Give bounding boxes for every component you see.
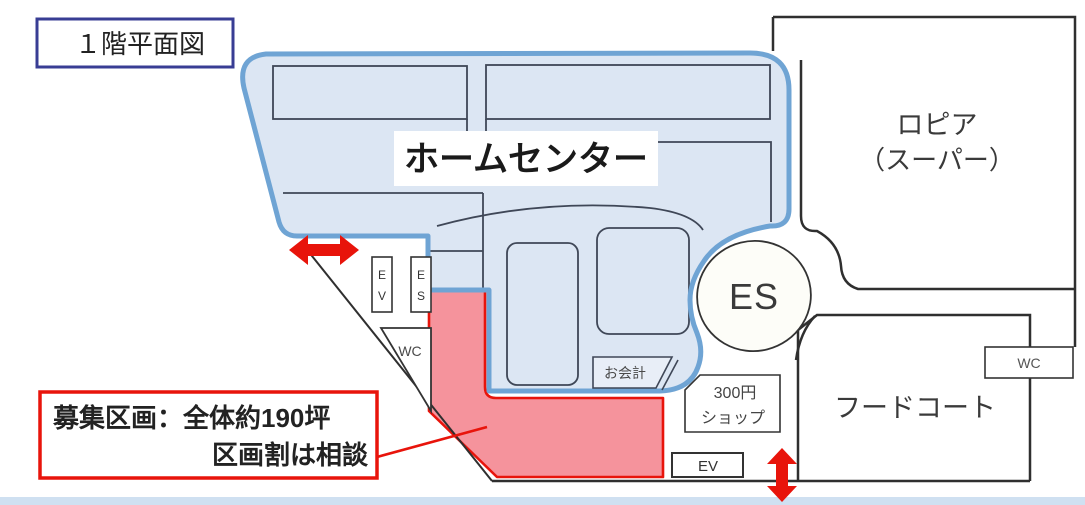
escalator-ellipse — [696, 239, 812, 353]
entrance-arrow-left — [289, 235, 359, 265]
escalator-small-line2: S — [417, 289, 425, 303]
checkout-label: お会計 — [604, 365, 646, 381]
lopia-line2: （スーパー） — [859, 145, 1015, 175]
entrance-arrow-bottom — [767, 448, 797, 502]
lopia-line1: ロピア — [897, 110, 978, 140]
wc-left-label: WC — [398, 343, 421, 359]
home-center-label-box: ホームセンター — [394, 131, 658, 186]
shop300-box: 300円 ショップ — [684, 374, 781, 433]
escalator-small-line1: E — [417, 268, 425, 282]
lopia-label: ロピア （スーパー） — [859, 110, 1015, 175]
home-center-inner-lines — [272, 64, 772, 386]
home-center-label: ホームセンター — [404, 140, 648, 179]
wc-left-box: WC — [379, 327, 432, 415]
escalator-rotunda-label: ES — [729, 276, 779, 317]
callout-leader-line — [376, 425, 488, 459]
food-court-label: フードコート — [834, 393, 996, 423]
title-label: １階平面図 — [75, 29, 205, 59]
elevator-small-line1: E — [378, 268, 386, 282]
shop300-line1: 300円 — [714, 385, 757, 402]
elevator-small-box: E V — [371, 256, 393, 313]
elevator-bottom-box: EV — [671, 452, 744, 478]
vacant-section-area — [427, 288, 665, 479]
bottom-strip — [0, 497, 1085, 505]
checkout-box: お会計 — [592, 356, 679, 391]
home-center-area — [242, 53, 789, 391]
home-center-outline — [240, 50, 792, 394]
elevator-small-line2: V — [378, 289, 386, 303]
building-walls — [307, 15, 1077, 483]
elevator-bottom-label: EV — [698, 458, 718, 475]
callout-line1: 募集区画：全体約190坪 — [52, 403, 330, 433]
callout-box: 募集区画：全体約190坪 区画割は相談 — [38, 390, 379, 480]
shop300-line2: ショップ — [701, 409, 765, 427]
wc-right-box: WC — [984, 346, 1074, 379]
callout-line2: 区画割は相談 — [212, 440, 369, 470]
escalator-small-box: E S — [410, 256, 432, 313]
escalator-rotunda: ES — [696, 239, 812, 353]
title-box: １階平面図 — [35, 17, 235, 69]
wc-right-label: WC — [1017, 355, 1040, 371]
